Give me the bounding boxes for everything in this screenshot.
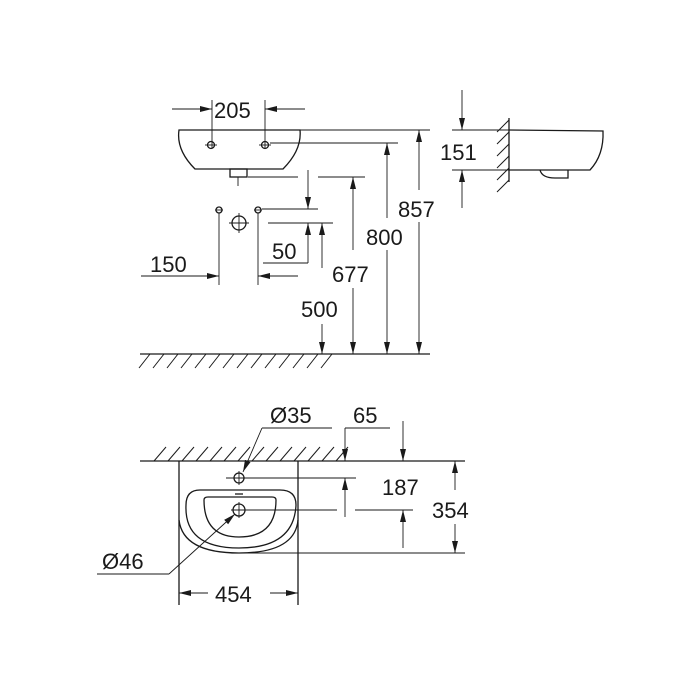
hatch-line xyxy=(208,353,221,369)
hatch-line xyxy=(167,446,181,462)
hatch-line xyxy=(153,446,167,462)
drain-outlet xyxy=(229,168,248,178)
tap-holes xyxy=(205,140,271,150)
hatch-line xyxy=(321,446,335,462)
hatch-line xyxy=(293,446,307,462)
hatch-line xyxy=(152,353,165,369)
hatch-line xyxy=(306,353,319,369)
hatch-line xyxy=(265,446,279,462)
basin-front-outline xyxy=(177,129,301,170)
hatch-line xyxy=(292,353,305,369)
hatch-line xyxy=(496,131,510,145)
hatch-line xyxy=(223,446,237,462)
dim-drain-height: 677 xyxy=(332,262,369,287)
dim-depth: 354 xyxy=(432,498,469,523)
dim-wall-hole-delta: 50 xyxy=(272,239,296,264)
hatch-line xyxy=(251,446,265,462)
hatch-line xyxy=(237,446,251,462)
bowl-rim xyxy=(185,489,297,549)
hatch-line xyxy=(166,353,179,369)
hatch-line xyxy=(180,353,193,369)
dim-tap-hole-offset: 65 xyxy=(353,403,377,428)
hatch-line xyxy=(138,353,151,369)
hatch-line xyxy=(236,353,249,369)
hatch-line xyxy=(250,353,263,369)
front-view: 205 150 50 500 677 xyxy=(138,98,435,369)
plan-view: Ø35 65 187 354 Ø46 454 xyxy=(97,403,469,607)
hatch-line xyxy=(209,446,223,462)
bowl-inner xyxy=(203,496,277,538)
hatch-line xyxy=(335,446,349,462)
hatch-line xyxy=(194,353,207,369)
hatch-line xyxy=(320,353,333,369)
wall-fixing-points xyxy=(215,206,262,233)
hatch-line xyxy=(307,446,321,462)
hatch-line xyxy=(222,353,235,369)
dim-width: 454 xyxy=(215,582,252,607)
wall-hatching xyxy=(496,119,510,193)
dim-tap-hole-diameter: Ø35 xyxy=(270,403,312,428)
hatch-line xyxy=(181,446,195,462)
hatch-line xyxy=(496,179,510,193)
hatch-line xyxy=(496,143,510,157)
dim-drain-diameter: Ø46 xyxy=(102,549,144,574)
dim-hole-spacing: 205 xyxy=(214,98,251,123)
dim-wall-outlet-height: 500 xyxy=(301,297,338,322)
tap-hole xyxy=(226,471,356,485)
hatch-line xyxy=(264,353,277,369)
floor-hatching xyxy=(138,353,333,369)
basin-side-outline xyxy=(508,129,604,171)
dim-rim-height: 857 xyxy=(398,197,435,222)
dim-basin-height: 151 xyxy=(440,140,477,165)
side-view: 151 xyxy=(440,90,604,208)
dim-tap-hole-height: 800 xyxy=(366,225,403,250)
hatch-line xyxy=(496,155,510,169)
hatch-line xyxy=(279,446,293,462)
drain-hole xyxy=(231,502,413,518)
dim-drain-offset: 187 xyxy=(382,475,419,500)
dim-wall-hole-offset: 150 xyxy=(150,252,187,277)
hatch-line xyxy=(195,446,209,462)
hatch-line xyxy=(278,353,291,369)
